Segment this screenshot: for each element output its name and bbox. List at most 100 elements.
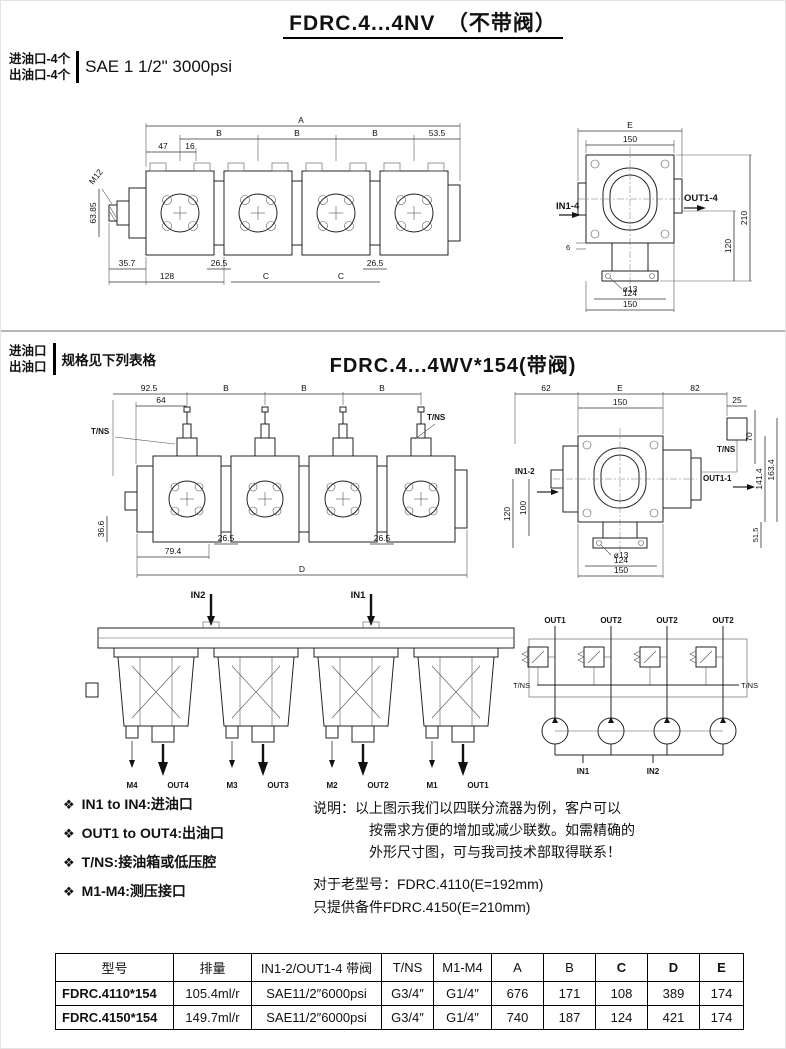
dim-e-label: E xyxy=(627,120,633,130)
cell-d: 421 xyxy=(647,1005,700,1030)
dim-35-7-label: 35.7 xyxy=(119,258,136,268)
out-arrow-icon xyxy=(697,205,706,211)
out-port-label: OUT2 xyxy=(367,781,389,790)
diamond-bullet-icon: ❖ xyxy=(63,826,75,841)
col-b: B xyxy=(543,953,596,982)
wv-front-geometry xyxy=(124,406,468,543)
cell-d: 389 xyxy=(647,981,700,1006)
cell-c: 124 xyxy=(595,1005,648,1030)
cell-e: 174 xyxy=(699,981,744,1006)
legend-text: OUT1 to OUT4:出油口 xyxy=(81,825,224,841)
m-port-label: M3 xyxy=(226,781,238,790)
dim-26-5-label: 26.5 xyxy=(218,533,235,543)
col-displacement: 排量 xyxy=(173,953,252,982)
out1-label: OUT1 xyxy=(544,616,566,625)
dim-150-label: 150 xyxy=(613,397,627,407)
dim-150-bottom-label: 150 xyxy=(614,565,628,575)
note-line: 外形尺寸图，可与我司技术部取得联系！ xyxy=(369,844,621,860)
in-port-label: IN1-2 xyxy=(515,467,535,476)
diamond-bullet-icon: ❖ xyxy=(63,855,75,870)
cell-a: 740 xyxy=(491,1005,544,1030)
cell-e: 174 xyxy=(699,1005,744,1030)
cell-b: 187 xyxy=(543,1005,596,1030)
in-arrow-icon xyxy=(551,489,559,495)
table-row: FDRC.4110*154 105.4ml/r SAE11/2″6000psi … xyxy=(55,981,744,1006)
dim-b-label: B xyxy=(372,128,378,138)
outlet-port-label: 出油口-4个 xyxy=(9,68,71,82)
dim-16-label: 16 xyxy=(185,141,195,151)
dim-b-label: B xyxy=(223,383,229,393)
schematic-port-labels: M4 OUT4 M3 OUT3 M2 OUT2 M1 OUT1 xyxy=(126,781,489,790)
tns-right-label: T/NS xyxy=(427,413,446,422)
cell-m1-m4: G1/4″ xyxy=(433,981,492,1006)
schematic-geometry: IN2 IN1 xyxy=(85,590,515,776)
port-legend: ❖ IN1 to IN4:进油口 ❖ OUT1 to OUT4:出油口 ❖ T/NS:… xyxy=(63,794,224,910)
tns-right-label: T/NS xyxy=(741,681,758,690)
dim-a-label: A xyxy=(298,115,304,125)
dim-47-label: 47 xyxy=(158,141,168,151)
dim-b-label: B xyxy=(379,383,385,393)
dim-62-label: 62 xyxy=(541,383,551,393)
dim-210-label: 210 xyxy=(739,211,749,225)
dim-124-label: 124 xyxy=(623,288,637,298)
dim-26-5-label: 26.5 xyxy=(211,258,228,268)
dim-150-bottom-label: 150 xyxy=(623,299,637,309)
out-port-label: OUT1-1 xyxy=(703,474,732,483)
note-line: 只提供备件FDRC.4150(E=210mm) xyxy=(313,899,531,915)
section1-title-text: FDRC.4...4NV （不带阀） xyxy=(283,12,563,39)
assembly-schematic-drawing: IN2 IN1 xyxy=(85,590,515,790)
dim-b-label: B xyxy=(301,383,307,393)
section2-title-text: FDRC.4...4WV*154(带阀) xyxy=(329,355,577,377)
legend-item: ❖M1-M4:测压接口 xyxy=(63,881,224,901)
dim-25-label: 25 xyxy=(732,395,742,405)
dim-d-label: D xyxy=(299,564,305,574)
dim-dia13-label: ø13 xyxy=(623,284,638,294)
label-divider-bar-2 xyxy=(52,343,56,375)
in2-label: IN2 xyxy=(191,590,206,601)
legend-text: IN1 to IN4:进油口 xyxy=(81,796,193,812)
cell-c: 108 xyxy=(595,981,648,1006)
legend-item: ❖ IN1 to IN4:进油口 xyxy=(63,794,224,814)
side-view-nv-drawing: E 150 IN1-4 OUT1-4 210 120 6 ø13 124 150 xyxy=(556,120,752,312)
spec-table: 型号 排量 IN1-2/OUT1-4 带阀 T/NS M1-M4 A B C D… xyxy=(55,953,744,1030)
dim-124-label: 124 xyxy=(614,555,628,565)
note-line: 对于老型号：FDRC.4110(E=192mm) xyxy=(313,876,544,892)
col-d: D xyxy=(647,953,700,982)
dim-m12-label: M12 xyxy=(87,167,105,186)
description-note: 说明：以上图示我们以四联分流器为例，客户可以 按需求方便的增加或减少联数。如需精… xyxy=(313,797,693,863)
front-view-nv-drawing: A B B B 53.5 47 16 M12 63.85 35.7 128 26… xyxy=(87,115,461,285)
dim-63-85-label: 63.85 xyxy=(88,202,98,224)
legend-item: ❖ T/NS:接油箱或低压腔 xyxy=(63,852,224,872)
wv-side-dimensions: 62 E 82 150 25 70 141.4 163.4 T/NS IN1-2… xyxy=(502,383,778,578)
legend-text: T/NS:接油箱或低压腔 xyxy=(81,854,217,870)
out-arrow-icon xyxy=(747,484,755,490)
diamond-bullet-icon: ❖ xyxy=(63,797,75,812)
col-a: A xyxy=(491,953,544,982)
nv-side-dimensions: E 150 IN1-4 OUT1-4 210 120 6 ø13 124 150 xyxy=(556,120,752,312)
cell-tns: G3/4″ xyxy=(381,1005,434,1030)
dim-141-4-label: 141.4 xyxy=(754,468,764,490)
dim-100-label: 100 xyxy=(518,501,528,515)
nv-front-dimensions: A B B B 53.5 47 16 M12 63.85 35.7 128 26… xyxy=(87,115,461,285)
label-divider-bar xyxy=(76,51,80,83)
in1-arrow-icon xyxy=(367,616,375,626)
wv-front-dimensions: 92.5 64 B B B T/NS T/NS 36.6 79.4 26.5 2… xyxy=(91,383,468,578)
inlet-port-label: 进油口-4个 xyxy=(9,52,71,66)
cell-m1-m4: G1/4″ xyxy=(433,1005,492,1030)
table-row: FDRC.4150*154 149.7ml/r SAE11/2″6000psi … xyxy=(55,1005,744,1030)
in-port-label: IN1-4 xyxy=(556,201,580,212)
dim-c-label: C xyxy=(263,271,269,281)
nv-front-geometry xyxy=(108,162,461,256)
out2-label: OUT2 xyxy=(656,616,678,625)
dim-51-5-label: 51.5 xyxy=(751,528,760,543)
col-m1-m4: M1-M4 xyxy=(433,953,492,982)
see-table-note: 规格见下列表格 xyxy=(61,353,157,368)
table-header-row: 型号 排量 IN1-2/OUT1-4 带阀 T/NS M1-M4 A B C D… xyxy=(55,953,744,982)
col-tns: T/NS xyxy=(381,953,434,982)
outlet-port-label-2: 出油口 xyxy=(9,360,47,374)
dim-79-4-label: 79.4 xyxy=(165,546,182,556)
cell-displacement: 105.4ml/r xyxy=(173,981,252,1006)
dim-163-4-label: 163.4 xyxy=(766,459,776,481)
dim-92-5-label: 92.5 xyxy=(141,383,158,393)
